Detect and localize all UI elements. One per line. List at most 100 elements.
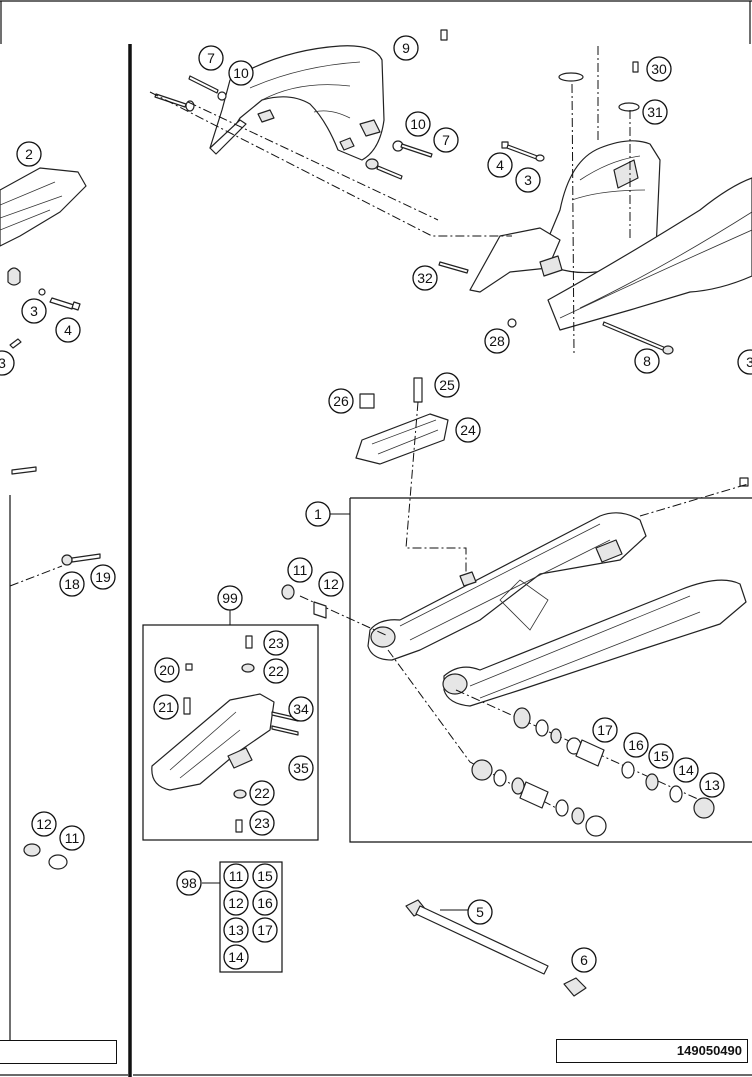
svg-text:19: 19 [95,569,111,585]
svg-text:3: 3 [30,303,38,319]
svg-text:20: 20 [159,662,175,678]
svg-text:99: 99 [222,590,238,606]
svg-text:28: 28 [489,333,505,349]
svg-text:12: 12 [228,895,244,911]
svg-text:18: 18 [64,576,80,592]
callout-7-top: 7 [198,45,224,71]
dash-11-12 [299,595,389,637]
kit-98-member-17: 17 [252,917,278,943]
swingarm-part [367,477,749,707]
rear-fender-subframe-part [469,140,752,331]
svg-text:9: 9 [402,40,410,56]
callout-8: 8 [634,348,660,374]
svg-text:15: 15 [257,868,273,884]
svg-text:31: 31 [647,104,663,120]
svg-text:11: 11 [229,868,244,884]
callout-10-top: 10 [228,60,254,86]
dash-top-3 [571,83,575,355]
callout-2: 2 [16,141,42,167]
svg-text:8: 8 [643,353,651,369]
callout-17: 17 [592,717,618,743]
dash-axle-right [455,689,701,801]
callout-19: 19 [90,564,116,590]
kit-98-member-11: 11 [223,863,249,889]
svg-text:22: 22 [254,785,270,801]
washer-spacer-11-12 [281,584,327,619]
svg-text:14: 14 [228,949,244,965]
diagram-reference-number: 149050490 [556,1039,748,1063]
kit-98-member-16: 16 [252,890,278,916]
svg-text:5: 5 [476,904,484,920]
callout-18: 18 [59,571,85,597]
chain-guard-part [151,635,299,833]
callout-5: 5 [467,899,493,925]
callout-3-right-edge: 3 [737,349,752,375]
svg-text:4: 4 [64,322,72,338]
callout-16: 16 [623,732,649,758]
kit-98-member-13: 13 [223,917,249,943]
top-bolt-parts [154,29,674,355]
callout-15: 15 [648,743,674,769]
left-bolt-parts [9,288,101,870]
svg-text:32: 32 [417,270,433,286]
callout-1: 1 [305,501,331,527]
svg-text:17: 17 [257,922,273,938]
svg-text:25: 25 [439,377,455,393]
callout-9: 9 [393,35,419,61]
callout-12-left: 12 [31,811,57,837]
svg-text:3: 3 [0,355,6,371]
svg-text:26: 26 [333,393,349,409]
svg-text:23: 23 [254,815,270,831]
left-panel-reference-box [0,1040,117,1064]
kit-98-member-12: 12 [223,890,249,916]
dash-top-1 [149,91,512,237]
callout-24: 24 [455,417,481,443]
svg-text:14: 14 [678,762,694,778]
svg-text:16: 16 [628,737,644,753]
callout-11-left: 11 [59,825,85,851]
callout-3: 3 [21,298,47,324]
kit-98-member-15: 15 [252,863,278,889]
callout-30: 30 [646,56,672,82]
chain-guide-part [355,377,449,465]
dash-chain-guide [405,401,467,580]
svg-text:3: 3 [746,354,752,370]
svg-text:34: 34 [293,701,309,717]
svg-text:3: 3 [524,172,532,188]
callout-3-top: 3 [515,167,541,193]
svg-text:16: 16 [257,895,273,911]
svg-text:35: 35 [293,760,309,776]
callout-23-upper: 23 [263,630,289,656]
svg-text:98: 98 [181,875,197,891]
svg-text:11: 11 [65,830,80,846]
svg-text:12: 12 [323,576,339,592]
box-98 [219,861,283,973]
callout-4: 4 [55,317,81,343]
swingarm-box [349,498,752,843]
svg-text:30: 30 [651,61,667,77]
callout-22-lower: 22 [249,780,275,806]
callout-3-left-edge: 3 [0,350,15,376]
svg-text:15: 15 [653,748,669,764]
left-axis-line [9,565,63,587]
callout-35: 35 [288,755,314,781]
bearing-set-lower [471,759,607,837]
svg-text:22: 22 [268,663,284,679]
bearing-set-upper [513,707,715,819]
callout-26: 26 [328,388,354,414]
callout-11-mid: 11 [287,557,313,583]
svg-text:4: 4 [496,157,504,173]
callout-10: 10 [405,111,431,137]
callout-98: 98 [176,870,202,896]
callout-21: 21 [153,694,179,720]
axle-part [405,899,587,997]
svg-text:10: 10 [410,116,426,132]
callout-7: 7 [433,127,459,153]
svg-text:1: 1 [314,506,322,522]
svg-text:11: 11 [293,562,308,578]
svg-text:13: 13 [228,922,244,938]
svg-text:21: 21 [158,699,174,715]
callout-14: 14 [673,757,699,783]
callout-4-top: 4 [487,152,513,178]
callout-28: 28 [484,328,510,354]
